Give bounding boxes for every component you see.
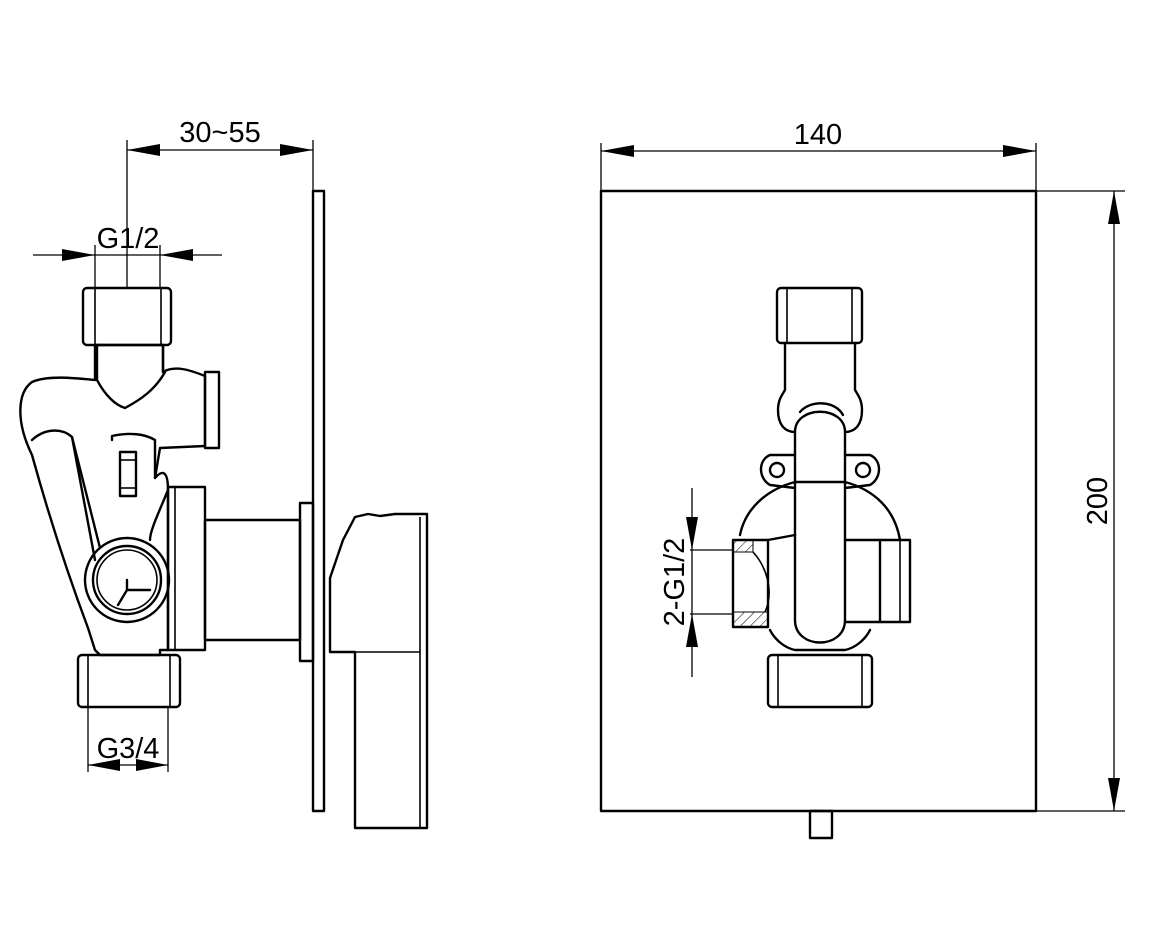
side-view [19,189,429,830]
label-inlet-thread: G1/2 [97,223,160,255]
dimension-outlet-thread: G3/4 [87,707,169,772]
outlet-nut-bottom [76,653,182,709]
mount-ear-left [759,453,797,490]
valve-body-front [738,480,902,542]
label-depth-range: 30~55 [179,117,260,149]
right-side-port [878,538,912,624]
label-plate-width: 140 [794,119,842,151]
wall-plate-front [599,189,1038,813]
dimension-side-ports: 2-G1/2 [659,488,733,677]
label-outlet-thread: G3/4 [97,733,160,765]
label-plate-height: 200 [1082,477,1114,525]
dimension-plate-height: 200 [1036,190,1125,812]
lever-front [793,410,847,644]
inlet-nut-top [81,286,173,347]
mount-ear-right [843,453,881,490]
right-boss-side [203,370,221,450]
inlet-nut-front [775,286,864,345]
bottom-stub [808,809,834,840]
indicator-slot [118,450,138,498]
outlet-port-inner [96,549,158,611]
stem-side [203,518,302,642]
valve-body-side [19,343,207,657]
flange-side [298,501,315,663]
wall-plate-side [311,189,326,813]
left-port-hatch-top [732,539,754,553]
label-side-ports: 2-G1/2 [659,538,691,627]
lever-handle-side [328,512,429,830]
outlet-port-mid [91,544,163,616]
front-view [599,189,1038,840]
dimension-plate-width: 140 [600,119,1037,191]
left-port-hatch-bottom [732,611,769,628]
dimension-inlet-thread: G1/2 [33,223,222,288]
outlet-nut-front [766,653,874,709]
cartridge-housing-side [166,485,207,652]
dimension-depth: 30~55 [126,117,314,288]
outlet-port-outer [83,536,171,624]
